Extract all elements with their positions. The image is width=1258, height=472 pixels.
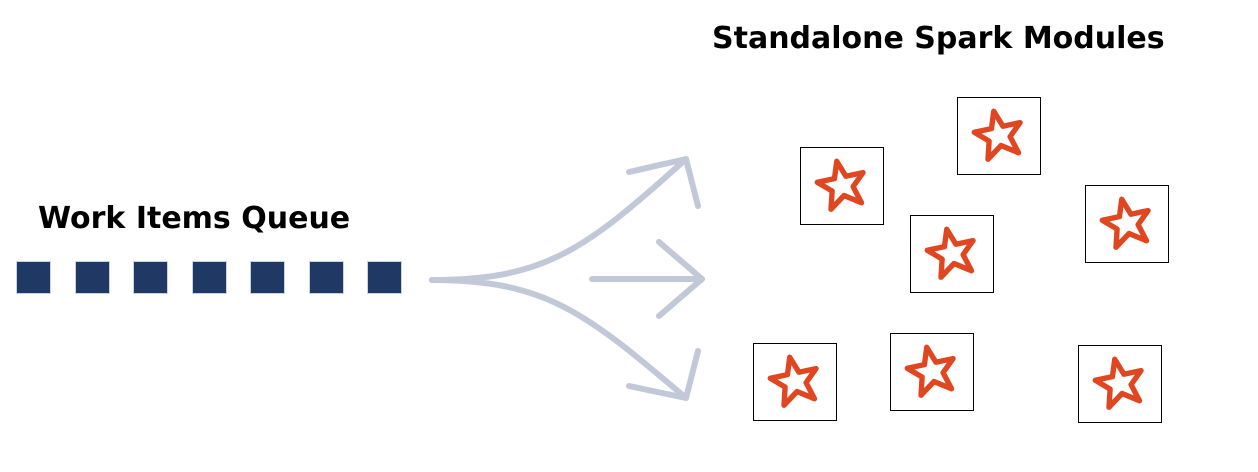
spark-star-icon <box>1099 196 1151 250</box>
spark-module <box>1078 345 1162 423</box>
spark-star-icon <box>814 158 866 212</box>
spark-module <box>753 343 837 421</box>
queue-item <box>308 261 344 294</box>
queue-item <box>250 261 285 294</box>
queue-item <box>367 261 402 294</box>
spark-module <box>957 97 1041 175</box>
spark-module <box>1085 185 1169 263</box>
spark-star-icon <box>904 344 956 398</box>
spark-module <box>800 147 884 225</box>
queue-item <box>74 261 110 294</box>
fan-out-arrow-icon <box>429 277 689 401</box>
arrow-head-icon <box>626 348 701 401</box>
fan-out-arrow-icon <box>429 156 689 283</box>
work-items-queue <box>16 261 416 295</box>
modules-title: Standalone Spark Modules <box>712 21 1165 56</box>
spark-star-icon <box>767 354 819 408</box>
spark-star-icon <box>924 226 976 280</box>
arrow-head-icon <box>656 239 705 319</box>
spark-module <box>890 333 974 411</box>
arrow-head-icon <box>626 156 701 209</box>
spark-module <box>910 215 994 293</box>
queue-item <box>133 261 168 294</box>
queue-item <box>16 261 51 294</box>
spark-star-icon <box>1092 356 1144 410</box>
queue-item <box>191 261 227 294</box>
spark-star-icon <box>971 108 1023 162</box>
queue-title: Work Items Queue <box>38 201 351 236</box>
